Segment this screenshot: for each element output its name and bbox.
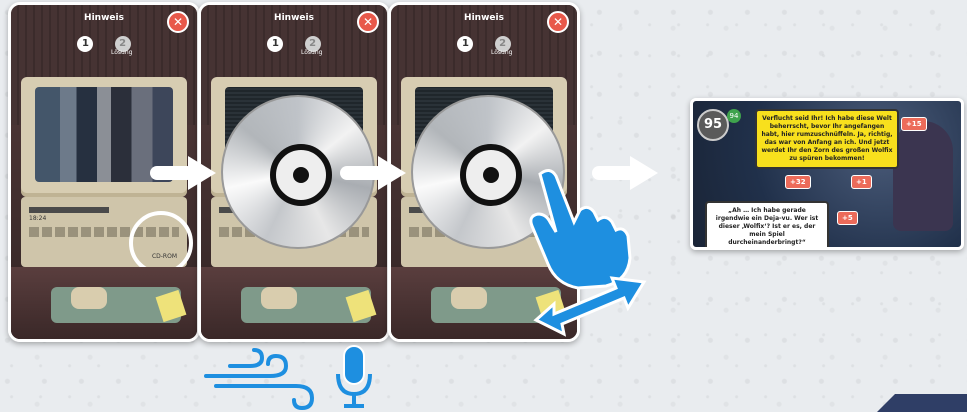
step-1-button[interactable]: 1 [77, 36, 93, 52]
step-1-button[interactable]: 1 [457, 36, 473, 52]
score-pill-32: +32 [785, 175, 811, 189]
step-indicator: 1 2 [201, 31, 387, 52]
close-button[interactable]: ✕ [547, 11, 569, 33]
microphone-icon [334, 344, 374, 412]
speech-bubble-villain: Verflucht seid Ihr! Ich habe diese Welt … [755, 109, 899, 169]
mouse [71, 287, 107, 309]
mouse [451, 287, 487, 309]
cd-center-ring [270, 144, 332, 206]
solution-label: Lösung [301, 49, 322, 56]
flow-arrow-1-icon [150, 160, 220, 186]
flow-arrow-2-icon [340, 160, 410, 186]
result-screenshot: 95 94 Verflucht seid Ihr! Ich habe diese… [690, 98, 964, 250]
mouse [261, 287, 297, 309]
close-button[interactable]: ✕ [167, 11, 189, 33]
close-button[interactable]: ✕ [357, 11, 379, 33]
wolfix-character [893, 121, 953, 231]
cd-center-ring [460, 144, 522, 206]
score-pill-1: +1 [851, 175, 872, 189]
deck-counter: 18:24 [29, 215, 46, 222]
step-indicator: 1 2 [11, 31, 197, 52]
cd-hole [483, 167, 499, 183]
cd-hole [293, 167, 309, 183]
score-pill-15: +15 [901, 117, 927, 131]
solution-label: Lösung [111, 49, 132, 56]
solution-label: Lösung [491, 49, 512, 56]
double-arrow-icon [532, 268, 652, 338]
score-badge: 94 [727, 109, 741, 123]
score-pill-5: +5 [837, 211, 858, 225]
speech-bubble-player: „Ah … Ich habe gerade irgendwie ein Deja… [705, 201, 829, 250]
step-1-button[interactable]: 1 [267, 36, 283, 52]
cd-drive-highlight-circle[interactable] [129, 211, 193, 275]
step-indicator: 1 2 [391, 31, 577, 52]
score-display: 95 [697, 109, 729, 141]
disk-slot [29, 207, 109, 213]
corner-decoration [877, 394, 967, 412]
